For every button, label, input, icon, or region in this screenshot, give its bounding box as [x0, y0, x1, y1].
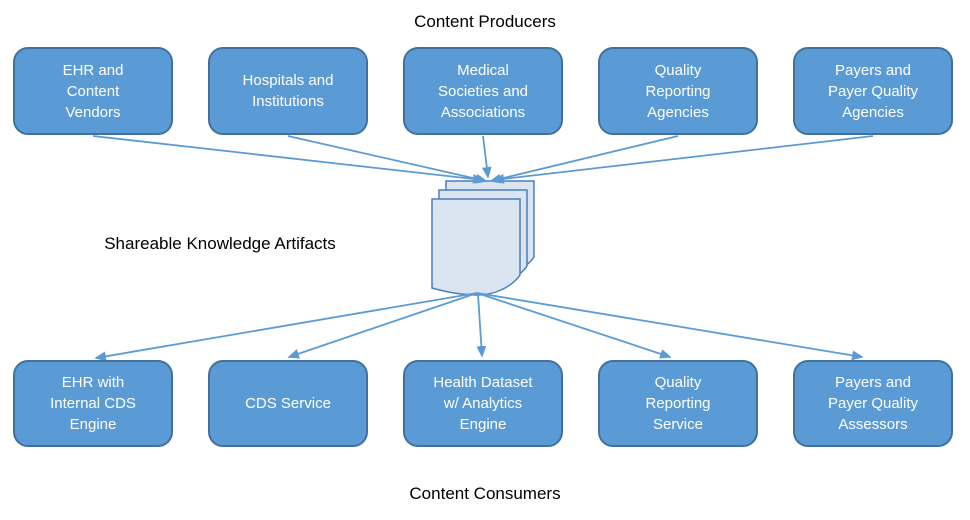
consumer-box-health-dataset-analytics: Health Dataset w/ Analytics Engine	[403, 360, 563, 447]
document-front-icon	[431, 198, 521, 296]
connector-producer-3-to-artifacts	[481, 135, 492, 179]
connector-artifacts-to-consumer-5	[476, 292, 864, 361]
document-middle-icon	[438, 189, 528, 287]
shareable-artifacts-document-stack-icon	[431, 180, 535, 296]
producer-box-payers-quality-agencies: Payers and Payer Quality Agencies	[793, 47, 953, 135]
connector-artifacts-to-consumer-3	[476, 293, 487, 358]
consumer-box-quality-reporting-service: Quality Reporting Service	[598, 360, 758, 447]
producers-title: Content Producers	[414, 12, 556, 31]
consumers-title: Content Consumers	[409, 484, 561, 503]
connector-producer-5-to-artifacts	[492, 135, 874, 184]
producer-box-ehr-content-vendors: EHR and Content Vendors	[13, 47, 173, 135]
consumer-box-ehr-internal-cds: EHR with Internal CDS Engine	[13, 360, 173, 447]
connector-artifacts-to-consumer-4	[476, 292, 672, 359]
consumer-box-cds-service: CDS Service	[208, 360, 368, 447]
producer-box-quality-reporting-agencies: Quality Reporting Agencies	[598, 47, 758, 135]
consumer-box-payers-quality-assessors: Payers and Payer Quality Assessors	[793, 360, 953, 447]
connector-producer-4-to-artifacts	[489, 135, 679, 184]
shareable-artifacts-label: Shareable Knowledge Artifacts	[104, 234, 336, 253]
connector-producer-1-to-artifacts	[92, 135, 485, 184]
connector-artifacts-to-consumer-1	[94, 292, 478, 362]
producer-box-medical-societies: Medical Societies and Associations	[403, 47, 563, 135]
producer-box-hospitals-institutions: Hospitals and Institutions	[208, 47, 368, 135]
document-back-icon	[445, 180, 535, 278]
connector-producer-2-to-artifacts	[287, 135, 488, 184]
connector-artifacts-to-consumer-2	[287, 292, 478, 359]
